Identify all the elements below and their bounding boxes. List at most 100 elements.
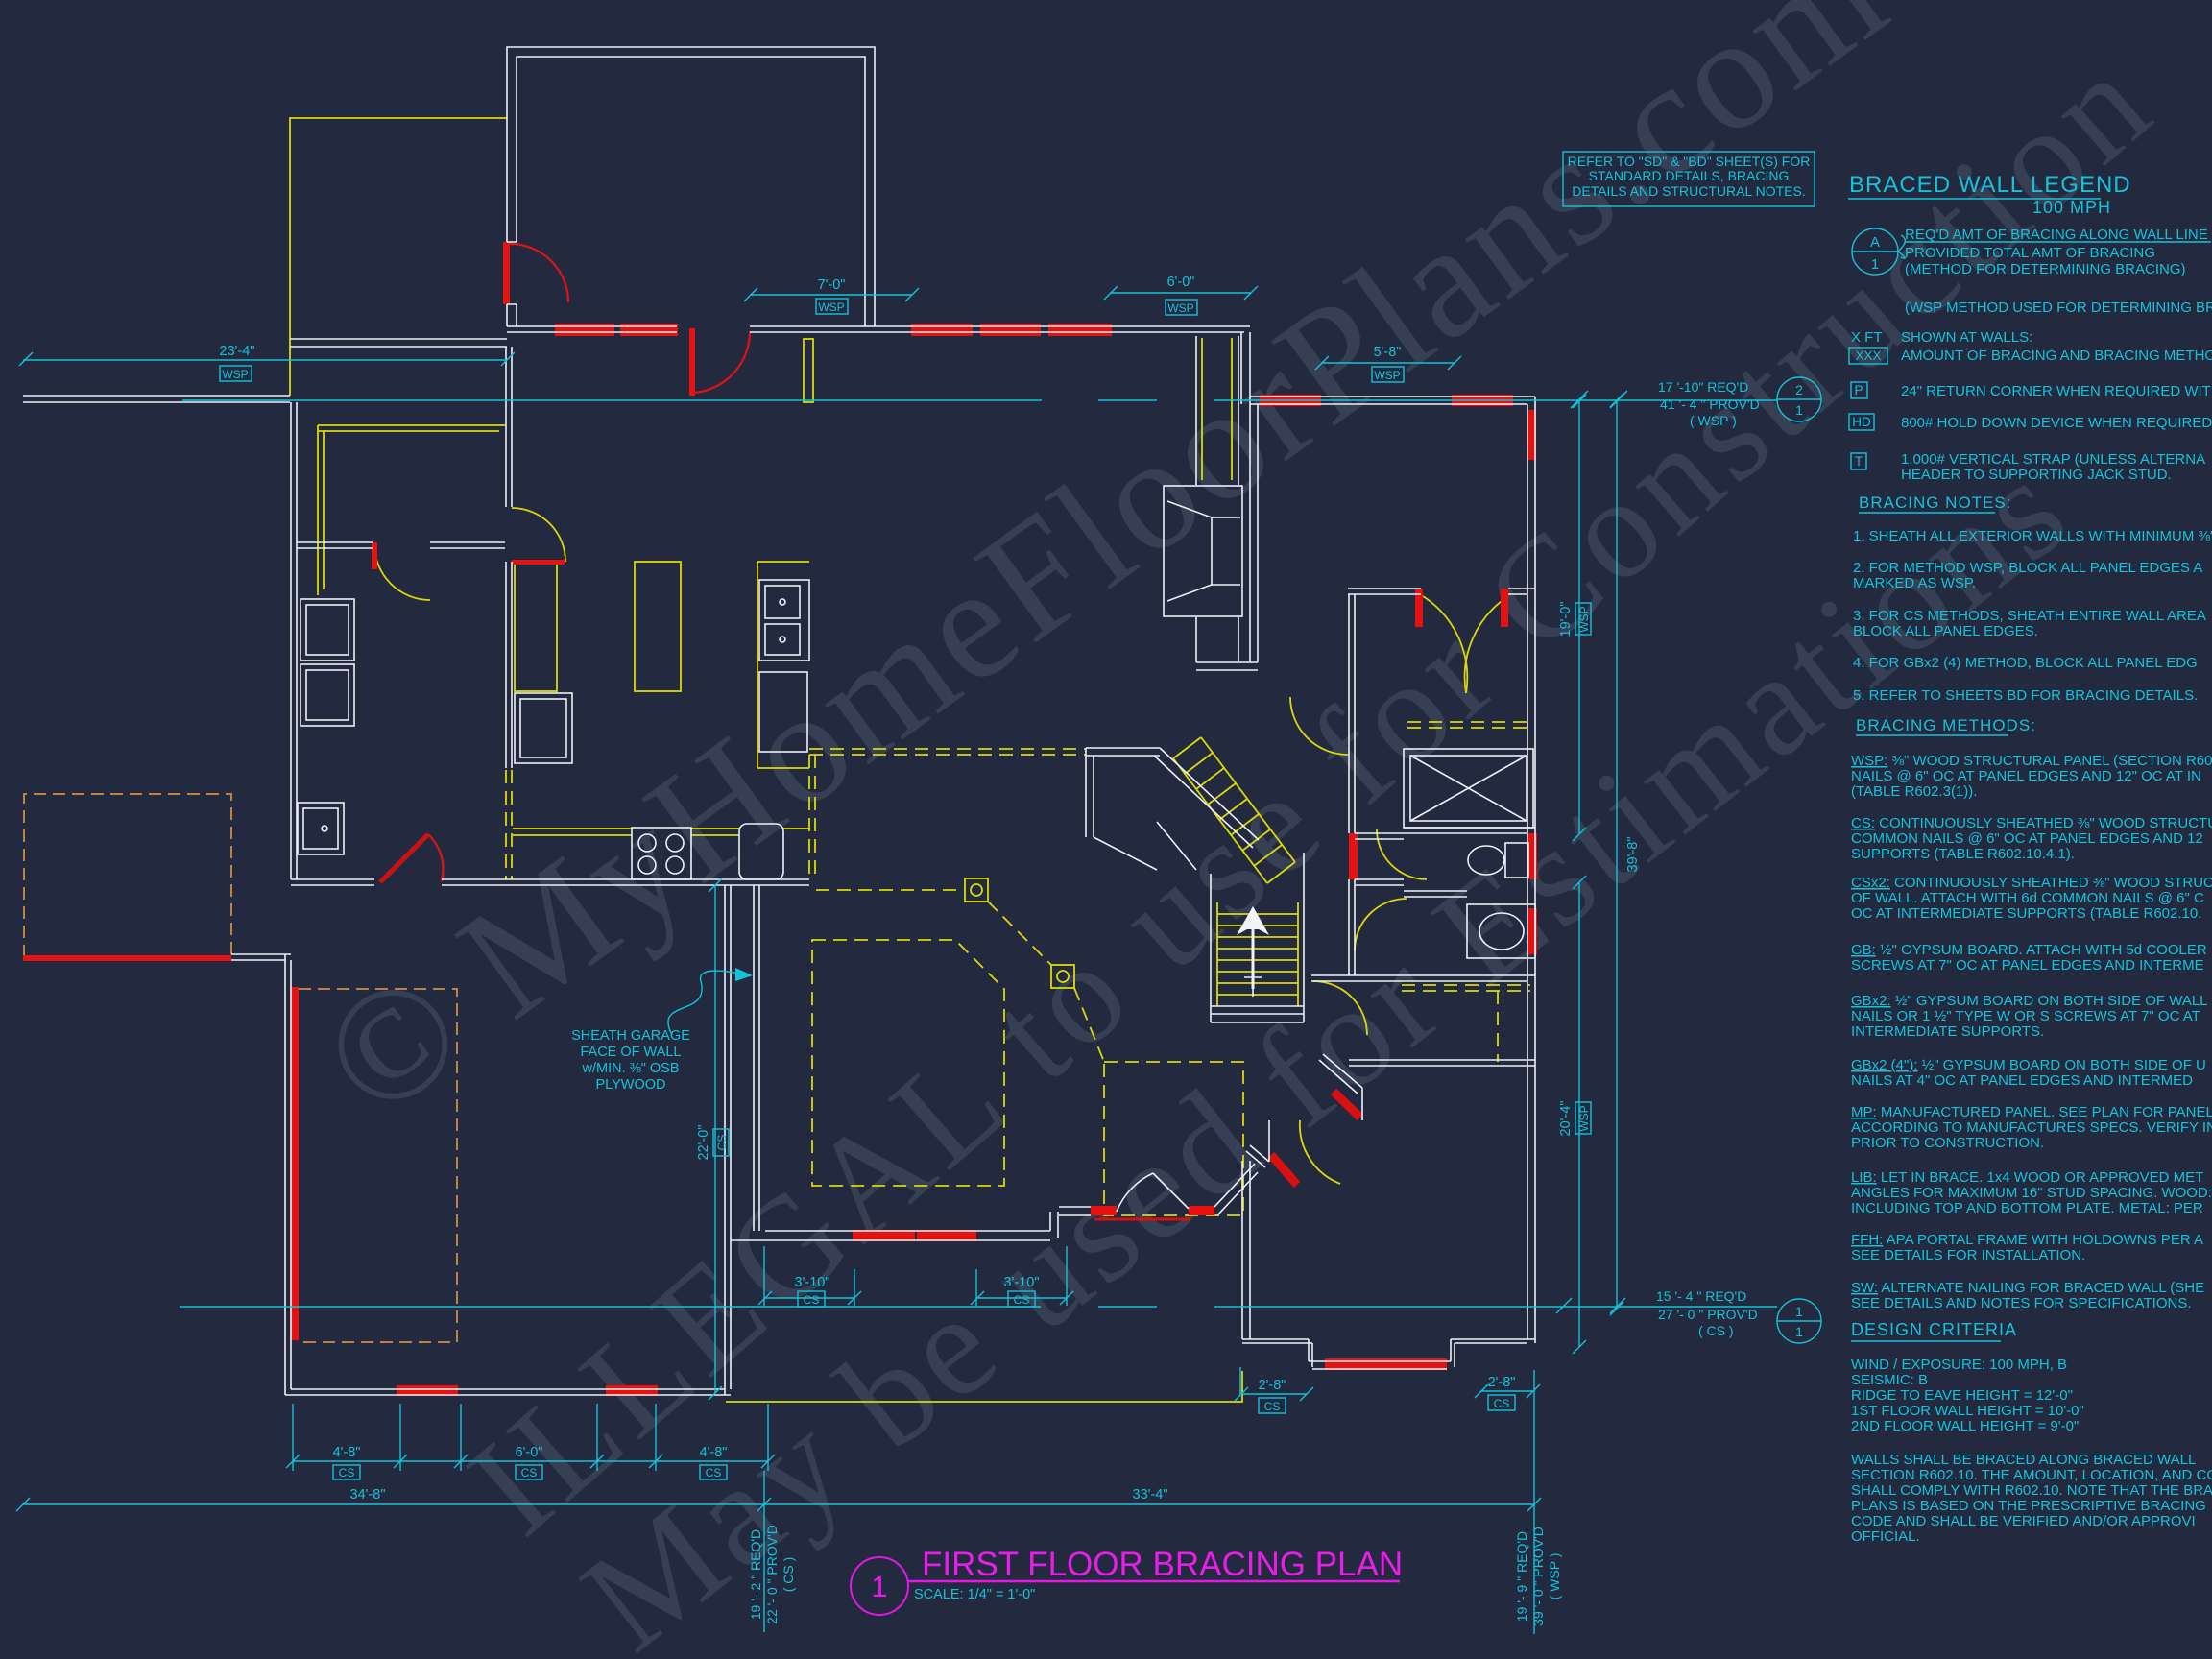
svg-text:24" RETURN CORNER WHEN REQUIRE: 24" RETURN CORNER WHEN REQUIRED WITH <box>1901 383 2212 399</box>
svg-text:INTERMEDIATE SUPPORTS.: INTERMEDIATE SUPPORTS. <box>1851 1023 2044 1040</box>
svg-text:PROVIDED TOTAL AMT OF BRACING: PROVIDED TOTAL AMT OF BRACING <box>1905 245 2155 261</box>
svg-text:NAILS @ 6" OC AT PANEL EDGES A: NAILS @ 6" OC AT PANEL EDGES AND 12" OC … <box>1851 768 2201 784</box>
svg-text:SEE DETAILS FOR INSTALLATION.: SEE DETAILS FOR INSTALLATION. <box>1851 1247 2085 1263</box>
svg-text:WIND / EXPOSURE: 100 MPH, B: WIND / EXPOSURE: 100 MPH, B <box>1851 1357 2067 1373</box>
svg-text:CODE AND SHALL BE VERIFIED AND: CODE AND SHALL BE VERIFIED AND/OR APPROV… <box>1851 1513 2196 1529</box>
svg-text:DETAILS AND STRUCTURAL NOTES.: DETAILS AND STRUCTURAL NOTES. <box>1572 183 1805 199</box>
svg-text:SHEATH GARAGE: SHEATH GARAGE <box>571 1028 690 1044</box>
svg-text:STANDARD DETAILS, BRACING: STANDARD DETAILS, BRACING <box>1589 168 1790 183</box>
svg-text:WSP: WSP <box>222 368 248 381</box>
svg-text:2ND FLOOR WALL HEIGHT = 9'-0": 2ND FLOOR WALL HEIGHT = 9'-0" <box>1851 1418 2079 1434</box>
svg-text:19 '- 2 " REQ'D: 19 '- 2 " REQ'D <box>748 1529 763 1620</box>
svg-text:PLANS IS BASED ON THE PRESCRIP: PLANS IS BASED ON THE PRESCRIPTIVE BRACI… <box>1851 1498 2206 1514</box>
svg-text:(TABLE R602.3(1)).: (TABLE R602.3(1)). <box>1851 783 1977 800</box>
svg-text:6'-0": 6'-0" <box>1167 275 1195 290</box>
svg-text:DESIGN CRITERIA: DESIGN CRITERIA <box>1851 1320 2017 1339</box>
svg-text:SEE DETAILS AND NOTES FOR SPEC: SEE DETAILS AND NOTES FOR SPECIFICATIONS… <box>1851 1295 2192 1311</box>
svg-text:2: 2 <box>1795 382 1803 397</box>
svg-text:800# HOLD DOWN DEVICE WHEN REQ: 800# HOLD DOWN DEVICE WHEN REQUIRED <box>1901 415 2212 431</box>
svg-text:SUPPORTS (TABLE R602.10.4.1).: SUPPORTS (TABLE R602.10.4.1). <box>1851 846 2075 862</box>
svg-text:3. FOR CS METHODS, SHEATH ENTI: 3. FOR CS METHODS, SHEATH ENTIRE WALL AR… <box>1853 608 2206 624</box>
svg-text:HEADER TO SUPPORTING JACK STUD: HEADER TO SUPPORTING JACK STUD. <box>1901 467 2172 483</box>
svg-text:GBx2: ½" GYPSUM BOARD ON BOTH: GBx2: ½" GYPSUM BOARD ON BOTH SIDE OF WA… <box>1851 993 2208 1009</box>
svg-text:RIDGE TO EAVE HEIGHT = 12'-0": RIDGE TO EAVE HEIGHT = 12'-0" <box>1851 1387 2073 1404</box>
svg-text:17 '-10" REQ'D: 17 '-10" REQ'D <box>1658 379 1748 395</box>
svg-text:SECTION R602.10. THE AMOUNT, L: SECTION R602.10. THE AMOUNT, LOCATION, A… <box>1851 1467 2212 1483</box>
svg-text:SCALE: 1/4" = 1'-0": SCALE: 1/4" = 1'-0" <box>914 1587 1035 1602</box>
svg-text:BRACED WALL LEGEND: BRACED WALL LEGEND <box>1849 172 2131 198</box>
svg-text:NAILS AT 4" OC AT PANEL EDGES: NAILS AT 4" OC AT PANEL EDGES AND INTERM… <box>1851 1072 2193 1089</box>
svg-text:CS: CS <box>1264 1400 1281 1413</box>
svg-text:P: P <box>1854 383 1863 397</box>
svg-text:FIRST FLOOR BRACING PLAN: FIRST FLOOR BRACING PLAN <box>922 1546 1403 1583</box>
svg-text:WSP: ⅜" WOOD STRUCTURAL PANEL: WSP: ⅜" WOOD STRUCTURAL PANEL (SECTION R… <box>1851 753 2212 769</box>
svg-text:WALLS SHALL BE BRACED ALONG BR: WALLS SHALL BE BRACED ALONG BRACED WALL <box>1851 1452 2196 1468</box>
svg-text:AMOUNT OF BRACING AND BRACING: AMOUNT OF BRACING AND BRACING METHO <box>1901 348 2212 364</box>
svg-text:7'-0": 7'-0" <box>818 277 846 293</box>
svg-text:XXX: XXX <box>1855 349 1881 363</box>
svg-text:39'-8": 39'-8" <box>1625 837 1641 873</box>
svg-text:MP: MANUFACTURED PANEL. SEE PL: MP: MANUFACTURED PANEL. SEE PLAN FOR PAN… <box>1851 1104 2212 1120</box>
svg-text:33'-4": 33'-4" <box>1133 1487 1168 1503</box>
svg-text:BRACING METHODS:: BRACING METHODS: <box>1856 716 2036 734</box>
svg-text:w/MIN. ⅜" OSB: w/MIN. ⅜" OSB <box>581 1061 679 1076</box>
svg-text:WSP: WSP <box>1374 369 1400 382</box>
svg-text:20'-4": 20'-4" <box>1558 1101 1574 1137</box>
svg-text:5. REFER TO SHEETS BD FOR BRAC: 5. REFER TO SHEETS BD FOR BRACING DETAIL… <box>1853 687 2198 704</box>
svg-text:39 '- 0 " PROV'D: 39 '- 0 " PROV'D <box>1530 1527 1546 1626</box>
svg-text:1: 1 <box>1795 402 1803 418</box>
svg-text:CS: CS <box>1014 1293 1030 1307</box>
svg-text:1. SHEATH ALL EXTERIOR WALLS W: 1. SHEATH ALL EXTERIOR WALLS WITH MINIMU… <box>1853 528 2212 544</box>
svg-text:INCLUDING TOP AND BOTTOM PLATE: INCLUDING TOP AND BOTTOM PLATE. METAL: P… <box>1851 1200 2203 1216</box>
svg-text:5'-8": 5'-8" <box>1374 345 1402 360</box>
svg-text:FACE OF WALL: FACE OF WALL <box>580 1045 681 1060</box>
svg-text:CS: CS <box>804 1293 820 1307</box>
svg-text:A: A <box>1870 234 1880 251</box>
svg-text:SHALL COMPLY WITH R602.10. NOT: SHALL COMPLY WITH R602.10. NOTE THAT THE… <box>1851 1482 2212 1499</box>
svg-text:27 '- 0 " PROV'D: 27 '- 0 " PROV'D <box>1658 1307 1758 1322</box>
svg-text:( CS ): ( CS ) <box>1698 1323 1734 1338</box>
svg-text:OC AT INTERMEDIATE SUPPORTS (T: OC AT INTERMEDIATE SUPPORTS (TABLE R602.… <box>1851 905 2201 922</box>
svg-text:HD: HD <box>1852 415 1871 429</box>
svg-text:WSP: WSP <box>1577 606 1591 632</box>
svg-text:PLYWOOD: PLYWOOD <box>595 1077 665 1093</box>
svg-text:GB: ½" GYPSUM BOARD. ATTACH WI: GB: ½" GYPSUM BOARD. ATTACH WITH 5d COOL… <box>1851 942 2207 958</box>
svg-text:41 '- 4 " PROV'D: 41 '- 4 " PROV'D <box>1660 397 1760 412</box>
svg-text:BRACING NOTES:: BRACING NOTES: <box>1859 493 2011 512</box>
svg-text:SEISMIC: B: SEISMIC: B <box>1851 1372 1928 1388</box>
svg-text:CS: CS <box>1494 1397 1510 1410</box>
svg-text:ACCORDING TO MANUFACTURES SPEC: ACCORDING TO MANUFACTURES SPECS. VERIFY … <box>1851 1119 2212 1136</box>
svg-text:( WSP ): ( WSP ) <box>1547 1553 1562 1600</box>
svg-text:(METHOD FOR DETERMINING BRACIN: (METHOD FOR DETERMINING BRACING) <box>1905 261 2186 277</box>
svg-text:2. FOR METHOD WSP, BLOCK ALL P: 2. FOR METHOD WSP, BLOCK ALL PANEL EDGES… <box>1853 560 2202 576</box>
svg-text:REFER TO "SD" & "BD" SHEET(S): REFER TO "SD" & "BD" SHEET(S) FOR <box>1568 154 1811 169</box>
svg-text:NAILS OR 1 ½" TYPE W OR S SCRE: NAILS OR 1 ½" TYPE W OR S SCREWS AT 7" O… <box>1851 1008 2200 1024</box>
svg-text:SHOWN AT WALLS:: SHOWN AT WALLS: <box>1901 329 2032 346</box>
svg-text:3'-10": 3'-10" <box>795 1275 830 1290</box>
svg-text:100 MPH: 100 MPH <box>2032 198 2111 217</box>
svg-text:BLOCK ALL PANEL EDGES.: BLOCK ALL PANEL EDGES. <box>1853 623 2038 639</box>
svg-text:1,000# VERTICAL STRAP (UNLESS: 1,000# VERTICAL STRAP (UNLESS ALTERNA <box>1901 451 2205 468</box>
svg-text:1: 1 <box>871 1570 887 1603</box>
svg-text:CS: CS <box>715 1135 729 1151</box>
svg-text:ANGLES FOR MAXIMUM 16" STUD SP: ANGLES FOR MAXIMUM 16" STUD SPACING. WOO… <box>1851 1185 2212 1201</box>
svg-text:1: 1 <box>1795 1324 1803 1339</box>
svg-text:COMMON NAILS @ 6" OC AT PANEL: COMMON NAILS @ 6" OC AT PANEL EDGES AND … <box>1851 830 2203 847</box>
svg-text:19 '- 9 " REQ'D: 19 '- 9 " REQ'D <box>1514 1531 1529 1622</box>
svg-text:CS: CS <box>521 1466 538 1479</box>
svg-text:22'-0": 22'-0" <box>696 1125 711 1161</box>
svg-text:X FT: X FT <box>1851 329 1883 346</box>
svg-text:19'-0": 19'-0" <box>1558 602 1574 637</box>
svg-text:MARKED AS WSP.: MARKED AS WSP. <box>1853 575 1976 591</box>
svg-text:2'-8": 2'-8" <box>1488 1375 1516 1390</box>
svg-text:OFFICIAL.: OFFICIAL. <box>1851 1528 1920 1545</box>
svg-text:SW: ALTERNATE NAILING FOR BRAC: SW: ALTERNATE NAILING FOR BRACED WALL (S… <box>1851 1280 2204 1296</box>
svg-text:WSP: WSP <box>818 301 844 314</box>
svg-text:2'-8": 2'-8" <box>1259 1378 1286 1393</box>
svg-text:1ST FLOOR WALL HEIGHT = 10'-0: 1ST FLOOR WALL HEIGHT = 10'-0" <box>1851 1403 2084 1419</box>
svg-text:SCREWS AT 7" OC AT PANEL EDGES: SCREWS AT 7" OC AT PANEL EDGES AND INTER… <box>1851 957 2204 974</box>
svg-text:1: 1 <box>1871 256 1879 273</box>
svg-text:T: T <box>1855 454 1863 469</box>
svg-text:6'-0": 6'-0" <box>516 1445 543 1460</box>
svg-text:LIB: LET IN BRACE. 1x4 WOOD OR: LIB: LET IN BRACE. 1x4 WOOD OR APPROVED … <box>1851 1169 2203 1186</box>
